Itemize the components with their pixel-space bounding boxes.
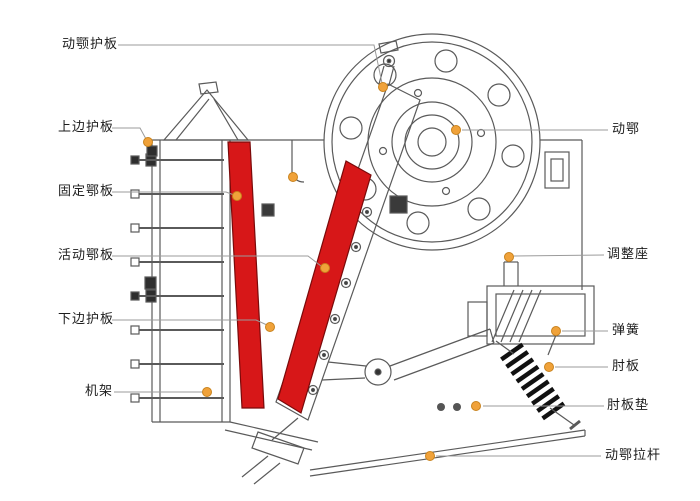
- anchor-dot-toggle-plate-pad: [471, 401, 481, 411]
- spring-shape: [500, 342, 566, 421]
- fixed-jaw-plate-shape: [227, 141, 265, 409]
- leader-line-moving-jaw-guard-plate: [118, 44, 383, 84]
- anchor-dot-spring: [551, 326, 561, 336]
- leader-line-movable-jaw-plate: [112, 255, 322, 267]
- frame-column: [130, 139, 231, 422]
- leader-line-lower-side-guard-plate: [112, 319, 268, 326]
- flywheel: [323, 33, 541, 251]
- leader-line-adjustment-seat: [513, 254, 605, 257]
- spring-rod: [495, 334, 581, 431]
- anchor-dot-toggle-plate: [544, 362, 554, 372]
- anchor-dot-frame: [202, 387, 212, 397]
- flywheel-key: [389, 195, 408, 214]
- anchor-dot-adjustment-seat: [504, 252, 514, 262]
- adjustment-seat-shape: [467, 261, 595, 345]
- movable-jaw-plate-shape: [277, 160, 372, 414]
- leader-lines-layer: [112, 44, 608, 461]
- anchor-dot-extra: [288, 172, 298, 182]
- anchor-dot-movable-jaw-plate: [320, 263, 330, 273]
- anchor-dot-fixed-jaw-plate: [232, 191, 242, 201]
- anchor-dot-lower-side-guard-plate: [265, 322, 275, 332]
- tension-rod-shape: [241, 417, 586, 485]
- anchor-dot-moving-jaw-guard-plate: [378, 82, 388, 92]
- top-triangle-bracket: [162, 81, 250, 141]
- leader-line-upper-side-guard-plate: [112, 127, 147, 140]
- top-shaft-bracket: [378, 40, 399, 86]
- anchor-dot-moving-jaw-tension-rod: [425, 451, 435, 461]
- anchor-dot-moving-jaw: [451, 125, 461, 135]
- leader-line-fixed-jaw-plate: [112, 191, 235, 196]
- interior-details: [261, 140, 305, 217]
- toggle-pad-bolts: [437, 403, 461, 411]
- anchor-dot-upper-side-guard-plate: [143, 137, 153, 147]
- toggle-plate-shape: [389, 328, 495, 381]
